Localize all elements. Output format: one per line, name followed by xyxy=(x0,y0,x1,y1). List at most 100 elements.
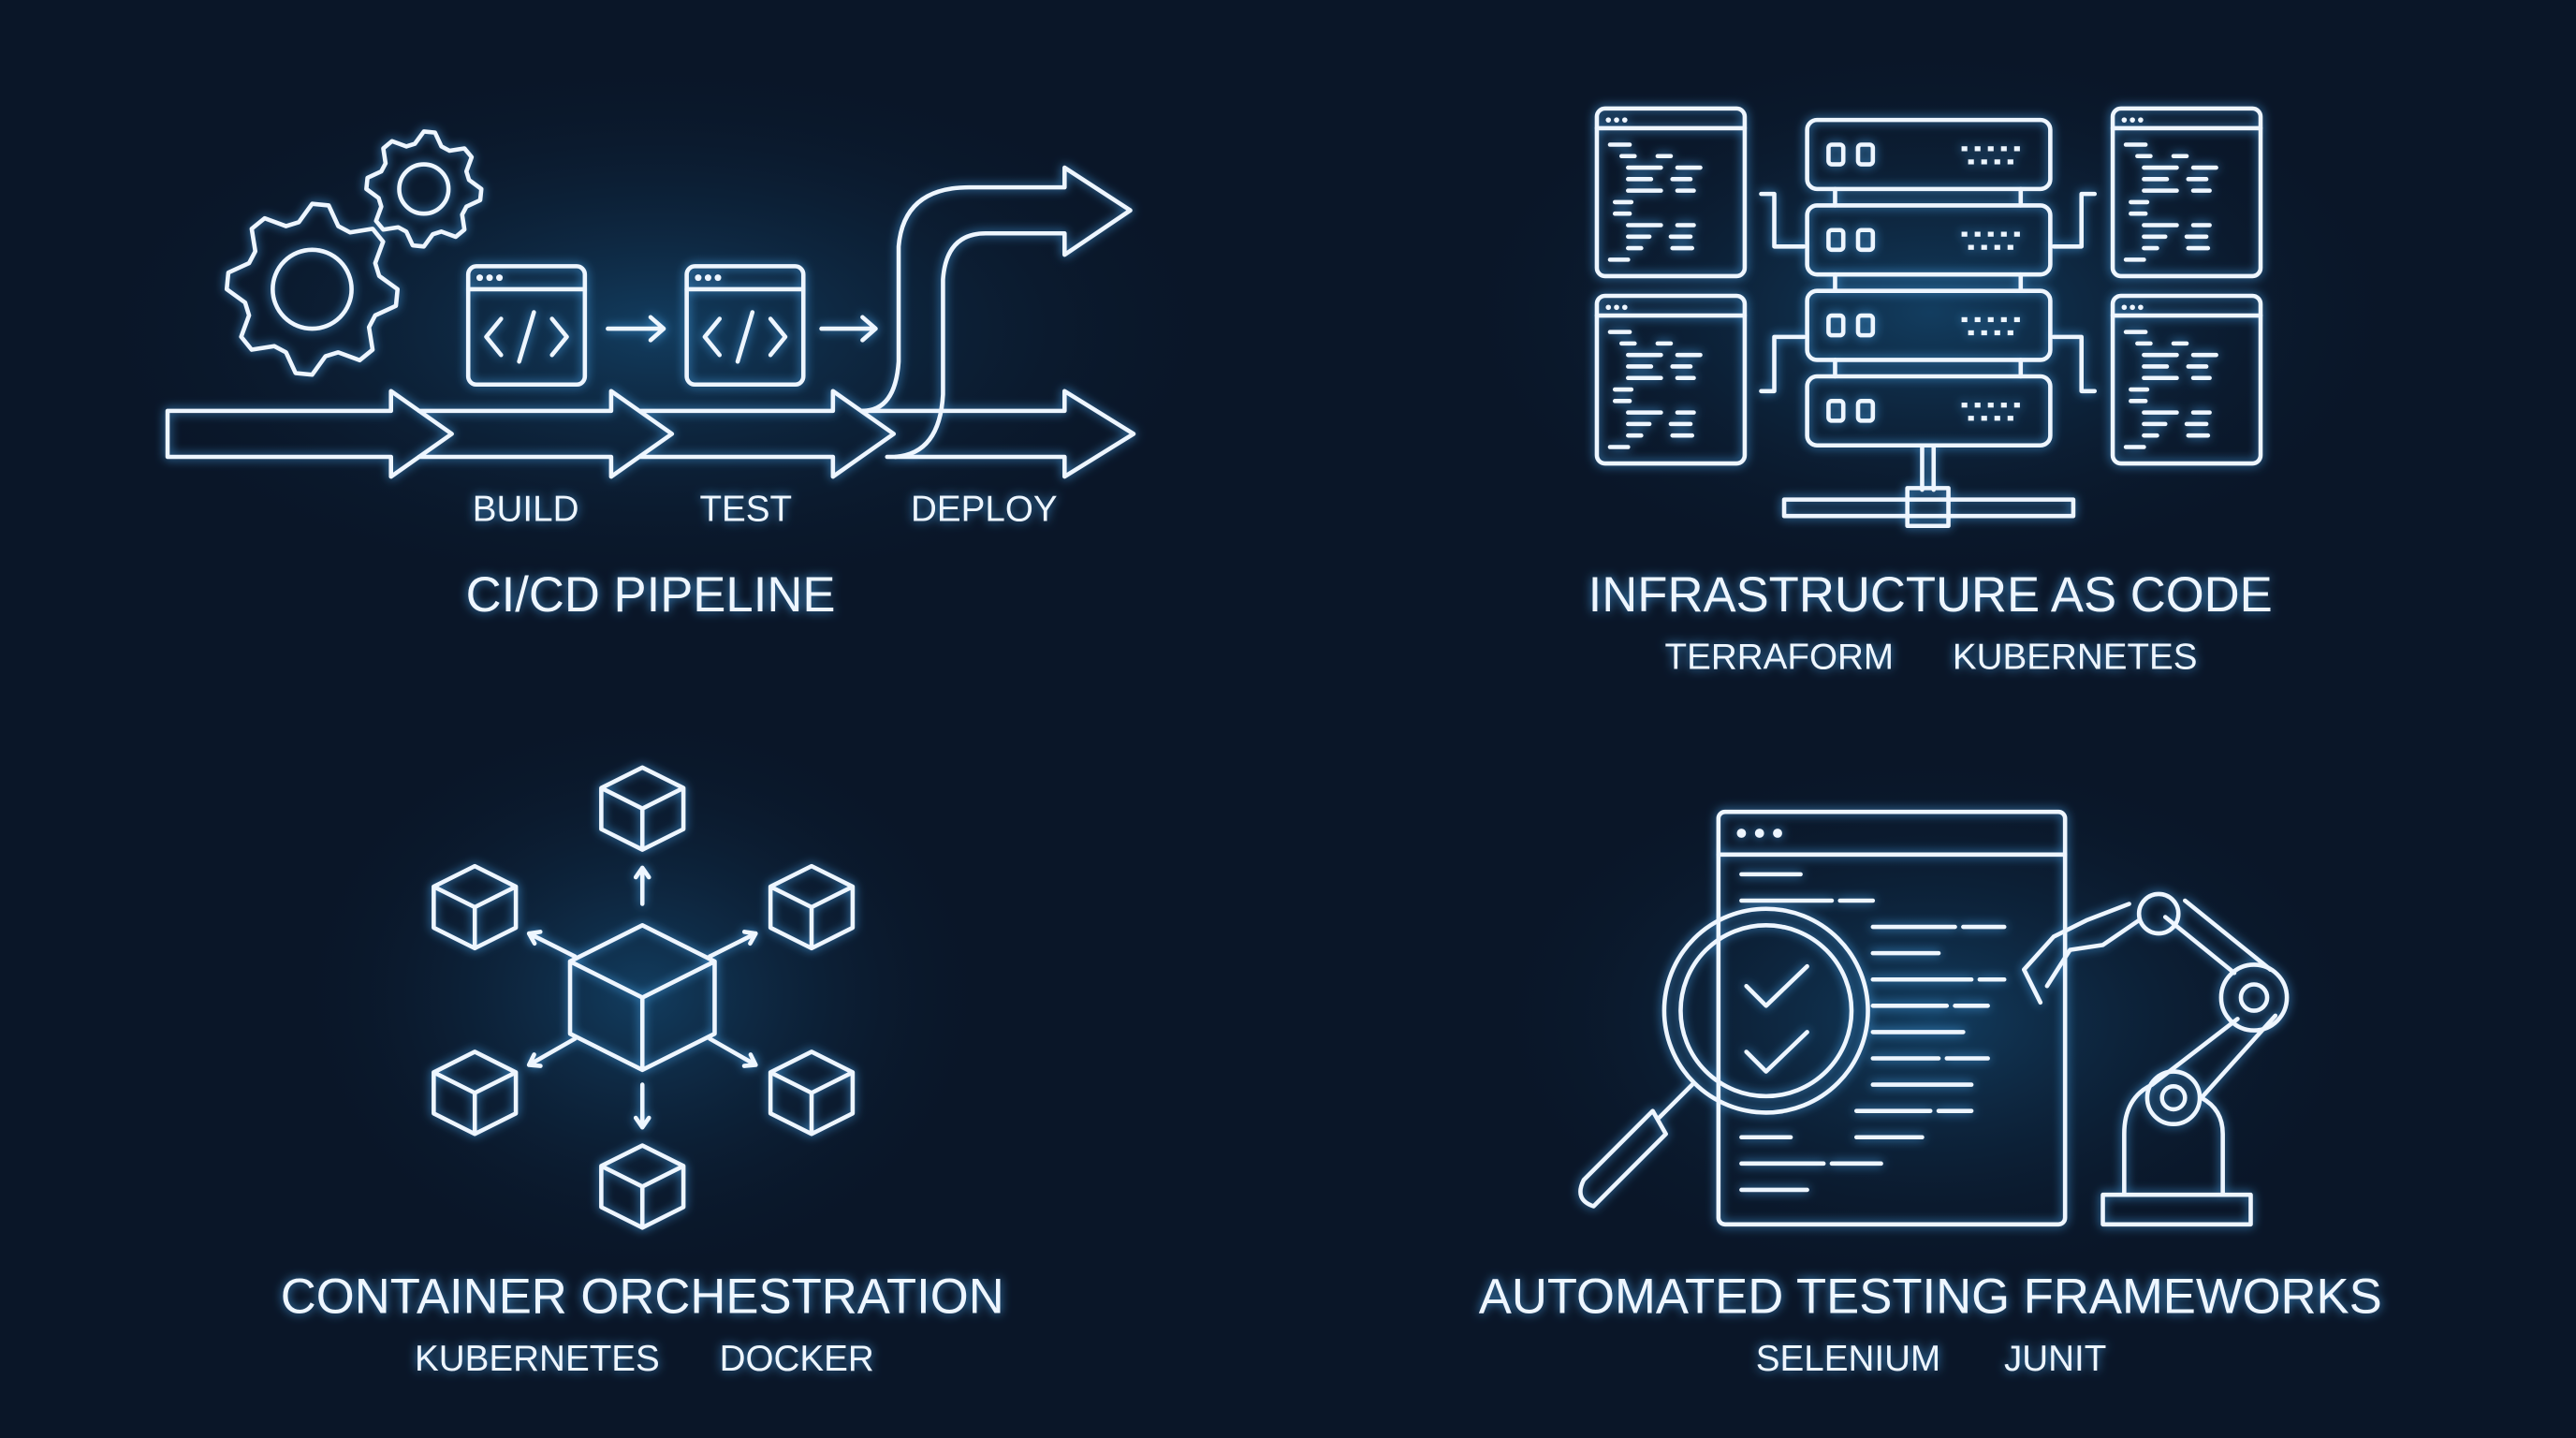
tool-label-selenium: SELENIUM xyxy=(1756,1339,1940,1379)
cube-outline xyxy=(432,863,519,951)
robot-arm-icon xyxy=(2022,891,2290,1227)
server-led xyxy=(1974,403,1981,408)
arrow-icon xyxy=(633,1082,651,1130)
window-dot xyxy=(1605,304,1612,311)
code-window-icon xyxy=(1594,293,1748,466)
glow xyxy=(281,698,1004,1291)
server-rack-icon xyxy=(1805,117,2053,448)
window-dot xyxy=(486,274,493,282)
iac-panel: INFRASTRUCTURE AS CODE TERRAFORM KUBERNE… xyxy=(1588,106,2273,677)
cube-icon xyxy=(432,863,519,951)
code-window-icon xyxy=(465,264,588,388)
tool-label-terraform: TERRAFORM xyxy=(1665,637,1894,677)
server-led xyxy=(2013,231,2020,237)
server-led xyxy=(1987,231,1994,237)
server-drive xyxy=(1855,399,1876,423)
window-dot xyxy=(2121,304,2128,311)
server-led xyxy=(1968,330,1974,336)
code-window-icon xyxy=(2110,293,2263,466)
window-frame xyxy=(2110,106,2263,279)
window-dot xyxy=(1614,117,1619,123)
server-led xyxy=(1994,159,2000,165)
gear-icon xyxy=(224,201,401,377)
checkmark-icon xyxy=(1744,1030,1809,1074)
window-dot xyxy=(2130,117,2135,123)
code-window-icon xyxy=(1594,106,1748,279)
window-dot xyxy=(714,274,722,282)
code-window-icon xyxy=(684,264,806,388)
server-led xyxy=(2000,316,2007,323)
gear-icon xyxy=(364,129,484,249)
section-title: AUTOMATED TESTING FRAMEWORKS xyxy=(1479,1269,2382,1325)
server-led xyxy=(2013,403,2020,408)
server-drive xyxy=(1826,142,1846,167)
window-dot xyxy=(1621,304,1628,311)
code-brackets-icon xyxy=(702,310,788,364)
tool-label-junit: JUNIT xyxy=(2004,1339,2106,1379)
magnifier-icon xyxy=(1578,906,1870,1209)
server-led xyxy=(1961,146,1968,152)
section-title: INFRASTRUCTURE AS CODE xyxy=(1588,567,2273,623)
server-led xyxy=(1987,403,1994,408)
cube-icon xyxy=(768,1049,856,1137)
server-frame xyxy=(1805,203,2053,277)
window-dot xyxy=(704,274,711,282)
server-unit xyxy=(1805,117,2053,208)
server-led xyxy=(1994,330,2000,336)
window-frame xyxy=(684,264,806,388)
server-drive xyxy=(1826,227,1846,253)
cube-icon xyxy=(567,923,717,1073)
server-link xyxy=(1833,358,2024,379)
window-dot xyxy=(1614,304,1619,311)
server-led xyxy=(2007,330,2013,336)
window-dot xyxy=(1621,117,1628,123)
arrow-icon xyxy=(526,930,578,959)
code-window-icons xyxy=(465,264,806,388)
server-led xyxy=(1974,146,1981,152)
server-led xyxy=(2007,244,2013,250)
server-link xyxy=(1833,186,2024,208)
gear-hole xyxy=(271,247,354,331)
cube-icon xyxy=(599,1143,686,1230)
code-window-icons xyxy=(1594,106,2263,466)
window-dot xyxy=(2121,117,2128,123)
container-orchestration-panel: CONTAINER ORCHESTRATION KUBERNETES DOCKE… xyxy=(281,765,1004,1379)
cube-outline xyxy=(768,863,856,951)
pipeline-arrow-icon xyxy=(165,389,1136,479)
gear-hole xyxy=(397,162,451,216)
stage-label-build: BUILD xyxy=(473,489,579,529)
server-drive xyxy=(1855,142,1876,167)
server-led xyxy=(1968,416,1974,421)
server-led xyxy=(1961,231,1968,237)
window-frame xyxy=(2110,293,2263,466)
arrow-icon xyxy=(819,315,878,343)
tool-label-docker: DOCKER xyxy=(720,1339,874,1379)
server-led xyxy=(2000,403,2007,408)
window-frame xyxy=(1594,293,1748,466)
server-led xyxy=(1987,146,1994,152)
server-unit xyxy=(1805,288,2053,379)
window-dot xyxy=(695,274,702,282)
server-unit xyxy=(1805,374,2053,448)
server-led xyxy=(1961,403,1968,408)
window-frame xyxy=(465,264,588,388)
network-icon xyxy=(1781,443,2076,529)
glow xyxy=(1470,739,2391,1299)
server-unit xyxy=(1805,203,2053,293)
server-led xyxy=(1981,159,1987,165)
window-dot xyxy=(476,274,483,282)
cicd-pipeline-panel: BUILD TEST DEPLOY CI/CD PIPELINE xyxy=(165,129,1136,623)
server-led xyxy=(1968,244,1974,250)
window-dot xyxy=(2130,304,2135,311)
gear-icon xyxy=(224,129,484,377)
server-led xyxy=(1974,316,1981,323)
cube-outline xyxy=(599,1143,686,1230)
cube-outline xyxy=(567,923,717,1073)
server-led xyxy=(1981,244,1987,250)
code-window-icon xyxy=(2110,106,2263,279)
code-brackets-icon xyxy=(484,310,569,364)
window-dot xyxy=(496,274,504,282)
window-frame xyxy=(1594,106,1748,279)
server-led xyxy=(2013,316,2020,323)
